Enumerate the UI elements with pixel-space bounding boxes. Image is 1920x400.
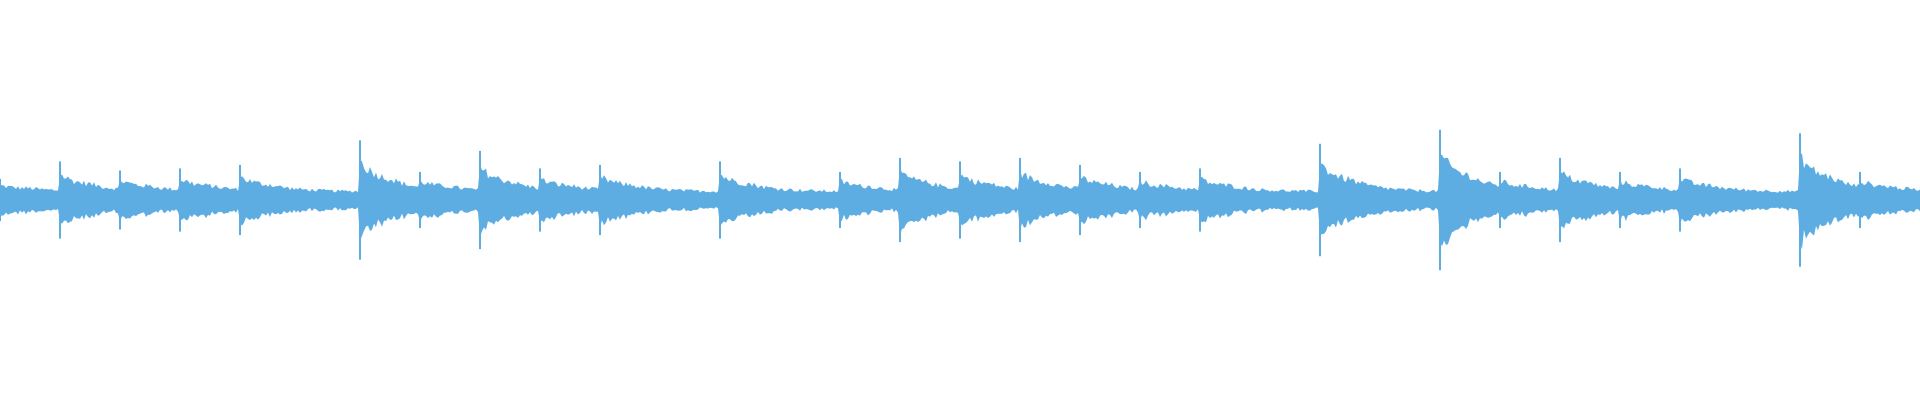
- waveform-shape: [0, 129, 1920, 271]
